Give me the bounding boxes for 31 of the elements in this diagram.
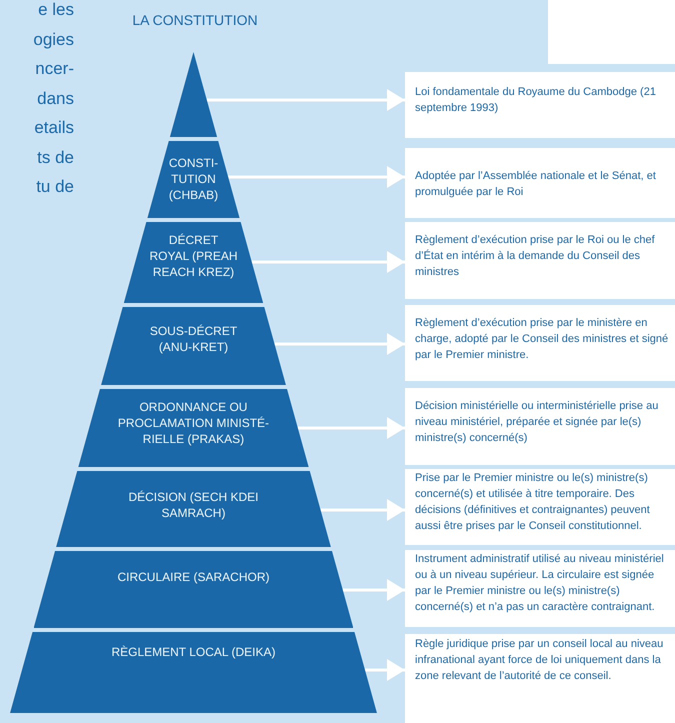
pyramid-tier: CIRCULAIRE (SARACHOR) — [34, 551, 354, 628]
paragraph-fragment: dans — [36, 88, 74, 110]
description-box: Adoptée par l’Assemblée nationale et le Sénat, et promulguée par le Roi — [405, 148, 675, 218]
paragraph-fragment: ogies — [32, 28, 74, 50]
description-box: Règlement d’exécution prise par le Roi ou le chef d’État en intérim à la demande du Conseil des ministres — [405, 222, 675, 299]
arrow — [320, 499, 405, 521]
arrow — [252, 251, 405, 273]
description-box: Loi fondamentale du Royaume du Cambodge (21 septembre 1993) — [405, 72, 675, 138]
pyramid-tier: DÉCRET ROYAL (PREAH REACH KREZ) — [124, 222, 264, 303]
arrow — [274, 333, 405, 355]
paragraph-fragment: ncer- — [34, 58, 74, 80]
description-box: Prise par le Premier ministre ou le(s) ministre(s) concerné(s) et utilisée à titre temporaire. Des décisions (définitives et contraignantes) peuvent aussi être prises par le Conseil constitutionnel. — [405, 469, 675, 545]
description-box: Décision ministérielle ou interministérielle prise au niveau ministériel, préparée et signée par le(s) ministre(s) concerné(s) — [405, 388, 675, 465]
paragraph-fragment: e les — [37, 0, 74, 21]
description-box: Instrument administratif utilisé au niveau ministériel ou à un niveau supérieur. La circulaire est signée par le Premier ministre ou le(s) ministre(s) concerné(s) et n’a pas un caractère contraignant. — [405, 550, 675, 627]
pyramid-tier: RÈGLEMENT LOCAL (DEIKA) — [10, 632, 377, 713]
description-box: Règlement d’exécution prise par le ministère en charge, adopté par le Conseil des ministres et signé par le Premier ministre. — [405, 305, 675, 381]
arrow — [206, 89, 405, 111]
arrow — [342, 579, 405, 601]
pyramid-tier: ORDONNANCE OU PROCLAMATION MINISTÉ- RIELLE (PRAKAS) — [78, 389, 309, 467]
diagram-title: LA CONSTITUTION — [131, 12, 259, 28]
arrow — [228, 166, 405, 188]
paragraph-fragment: etails — [33, 117, 74, 139]
arrow — [298, 417, 405, 439]
paragraph-fragment: ts de — [36, 146, 74, 168]
pyramid-tier: DÉCISION (SECH KDEI SAMRACH) — [56, 471, 331, 547]
description-box: Règle juridique prise par un conseil local au niveau infranational ayant force de loi uniquement dans la zone relevant de l’autorité de ce conseil. — [405, 634, 675, 723]
paragraph-fragment: tu de — [35, 176, 74, 198]
pyramid-tier: SOUS-DÉCRET (ANU-KRET) — [101, 307, 286, 385]
arrow — [365, 659, 405, 681]
pyramid-tier: CONSTI- TUTION (CHBAB) — [147, 141, 240, 218]
